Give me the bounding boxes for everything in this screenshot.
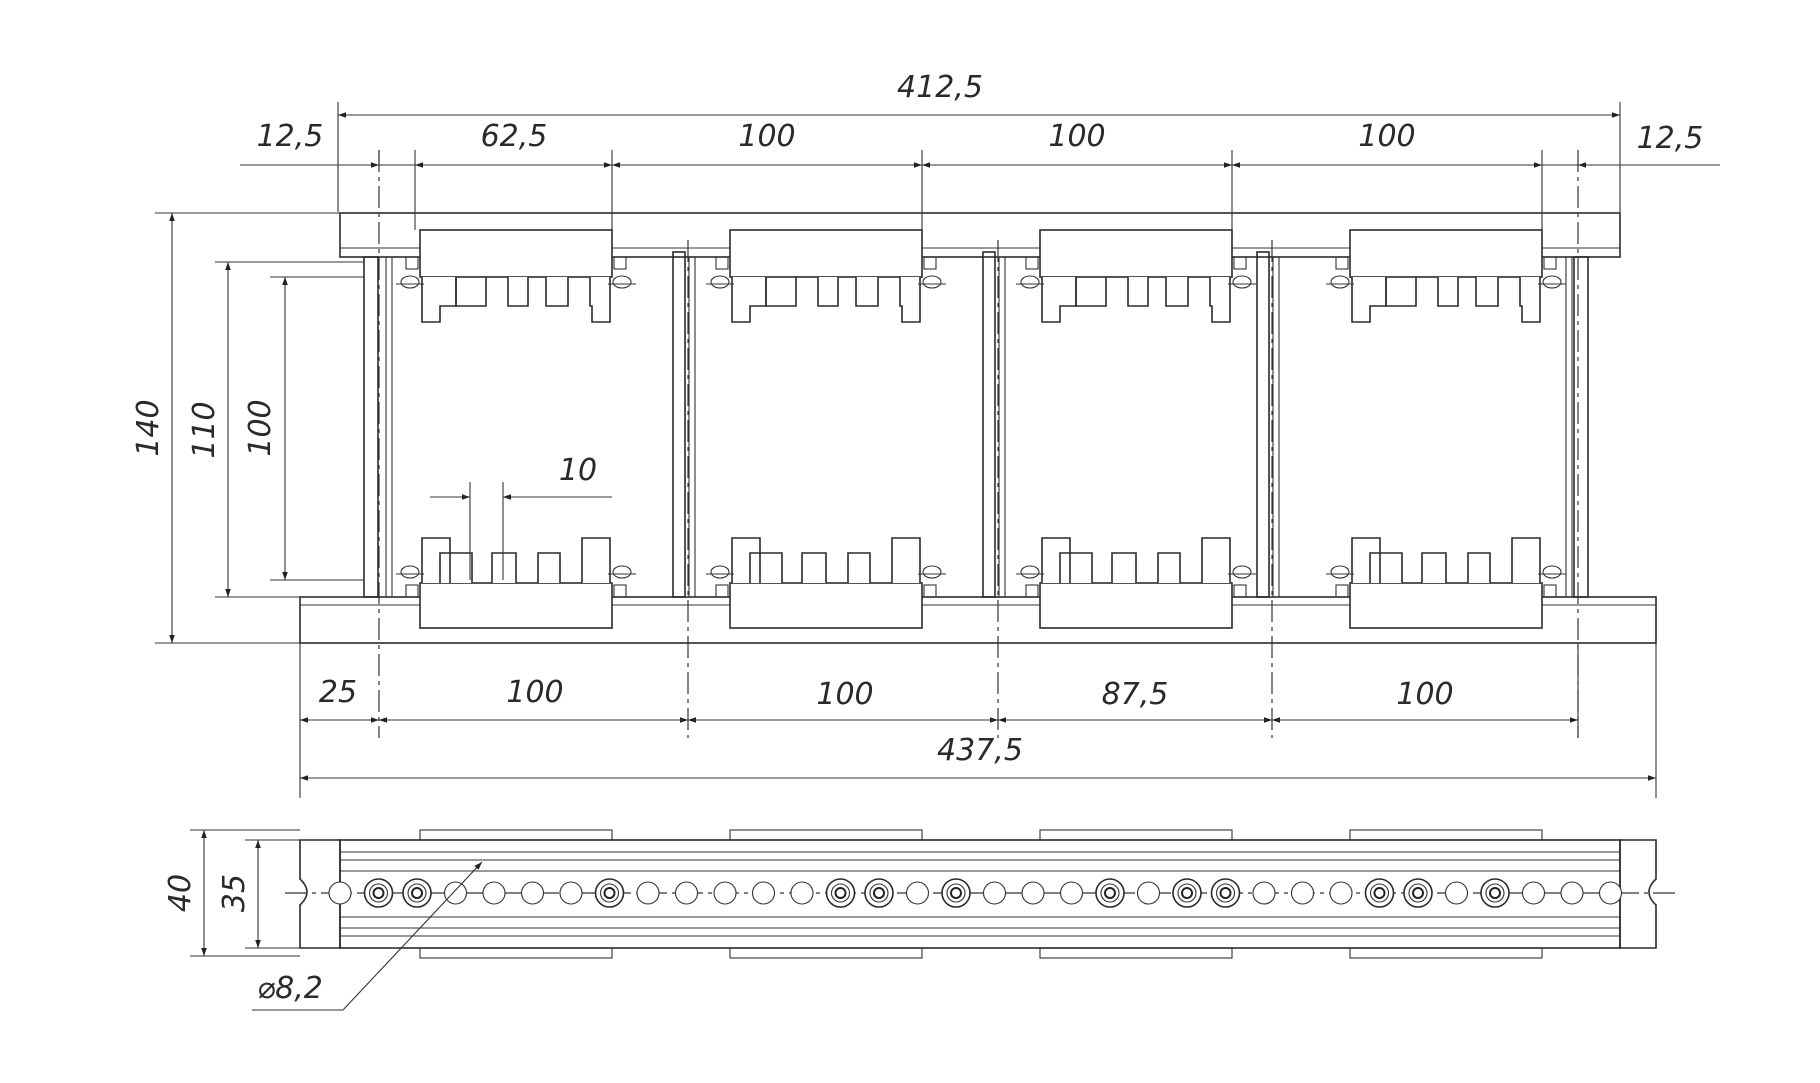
center-lines [378,150,1579,738]
hole [825,878,856,908]
hole [905,881,930,905]
hole [790,881,814,905]
hole [1521,881,1546,905]
hole [636,881,660,905]
hole [1560,881,1584,905]
hole [1364,878,1395,908]
terminal-module-2 [706,229,946,629]
dim-pitch-bottom-1: 100 [506,675,563,710]
hole [1059,881,1084,905]
plan-view: 40 35 ⌀8,2 [163,829,1676,1011]
hole [1095,878,1125,908]
dim-left-offset-top: 12,5 [257,119,324,154]
hole [328,881,352,905]
hole [402,878,432,908]
dim-right-offset-top: 12,5 [1637,121,1704,156]
dim-total-bottom: 437,5 [937,733,1023,768]
dim-pitch-top-2: 100 [1048,119,1105,154]
hole [559,881,583,905]
hole [941,878,971,908]
hole [520,881,545,905]
dim-height-total: 140 [131,399,166,456]
terminal-module-4 [1326,229,1566,629]
hole [1136,881,1161,905]
dim-pitch-top-3: 100 [1358,119,1415,154]
hole [1210,878,1241,908]
dim-left-offset-bottom: 25 [319,675,357,710]
dim-first-pitch-top: 62,5 [481,119,548,154]
hole [864,878,894,908]
module-dividers [672,251,1280,598]
terminal-module-1 [396,229,636,629]
hole [1480,878,1510,908]
hole [363,878,394,908]
hole [1290,881,1315,905]
dim-side-height-inner: 35 [217,874,252,912]
terminal-modules [396,229,1566,629]
dim-side-height-outer: 40 [163,874,198,912]
side-posts [363,256,1589,598]
dim-total-top: 412,5 [897,70,983,105]
hole-row [328,878,1623,908]
hole [1252,881,1276,905]
terminal-module-3 [1016,229,1256,629]
dim-height-mid: 110 [187,401,222,458]
hole [594,878,625,908]
hole [443,881,468,905]
dimensions-front: 412,5 12,5 62,5 100 100 100 12,5 140 110 [131,70,1720,798]
hole [1598,881,1623,905]
hole [1172,878,1202,908]
dim-pitch-bottom-3: 87,5 [1102,677,1169,712]
hole [1403,878,1433,908]
hole [1444,881,1469,905]
dim-tooth-width: 10 [559,453,597,488]
hole [674,881,699,905]
top-rail [339,212,1621,258]
hole [713,881,737,905]
hole [482,881,506,905]
dim-pitch-bottom-2: 100 [816,677,873,712]
hole [1329,881,1353,905]
front-view [299,150,1657,738]
dim-pitch-top-1: 100 [738,119,795,154]
hole [1021,881,1045,905]
bottom-rail [299,596,1657,644]
dim-hole-diameter: ⌀8,2 [257,971,323,1006]
hole [982,881,1007,905]
dim-pitch-bottom-4: 100 [1396,677,1453,712]
hole [751,881,776,905]
dim-height-inner: 100 [243,399,278,456]
